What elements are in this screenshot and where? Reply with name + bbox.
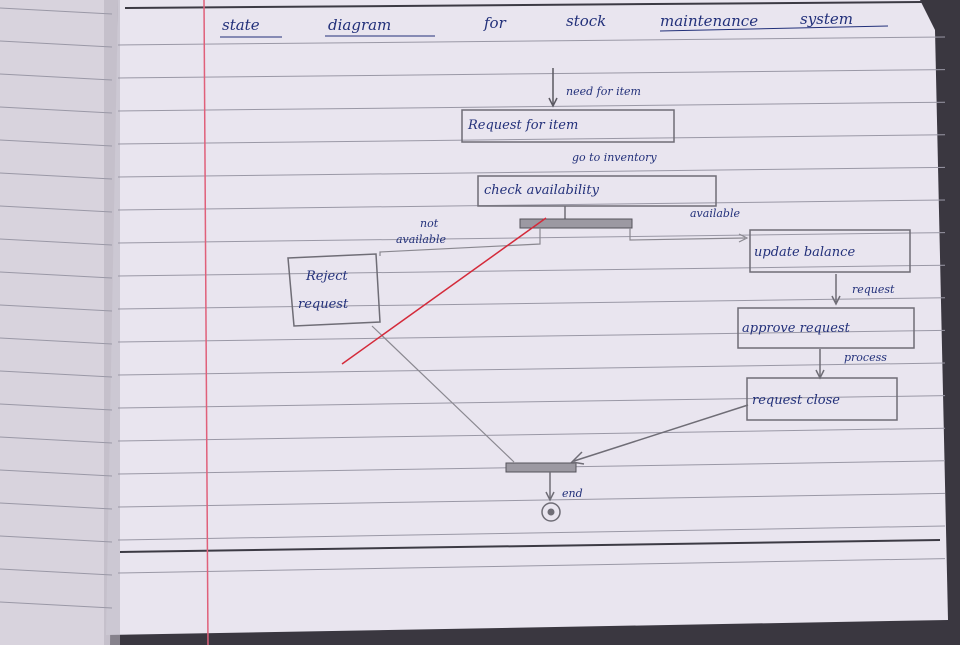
left-ruled-line (0, 172, 113, 180)
left-ruled-line (0, 139, 113, 147)
top-heading-rule (124, 1, 923, 9)
ruled-line (117, 199, 946, 211)
margin-line (203, 0, 209, 645)
ruled-line (117, 492, 946, 508)
state-label-request-close: request close (752, 393, 840, 408)
red-pen-stroke (341, 217, 547, 365)
left-ruled-line (0, 205, 113, 213)
label-available: available (690, 207, 740, 220)
title-underline-3 (659, 25, 889, 32)
ruled-line (117, 329, 946, 343)
join-bar (505, 462, 577, 473)
branch-not-available (379, 228, 541, 256)
right-page (106, 0, 948, 635)
left-page (0, 0, 118, 645)
left-ruled-line (0, 403, 113, 411)
left-ruled-line (0, 304, 113, 312)
ruled-line (117, 36, 946, 46)
state-reject-request (287, 253, 381, 327)
ruled-line (117, 69, 946, 79)
left-ruled-line (0, 535, 113, 543)
label-end: end (562, 487, 583, 500)
state-label-approve-request: approve request (742, 321, 850, 336)
left-ruled-line (0, 106, 113, 114)
state-label-reject-2: request (298, 297, 349, 312)
ruled-line (117, 525, 946, 541)
ruled-line (117, 427, 946, 442)
title-word-1: state (222, 16, 260, 34)
title-word-3: for (484, 14, 506, 32)
title-word-5: maintenance (660, 12, 759, 30)
final-state-dot (547, 508, 555, 516)
state-check-availability (477, 175, 717, 207)
state-request-for-item (461, 109, 675, 143)
title-word-6: system (800, 10, 853, 28)
left-ruled-line (0, 7, 113, 15)
state-update-balance (749, 229, 911, 273)
ruled-line (117, 558, 946, 574)
branch-available (629, 228, 746, 241)
state-approve-request (737, 307, 915, 349)
initial-arrowhead (548, 97, 558, 108)
left-page-rules (0, 7, 113, 609)
left-ruled-line (0, 601, 113, 609)
ruled-lines (117, 36, 946, 574)
label-approve-to-close: process (844, 351, 887, 364)
final-state (541, 502, 561, 522)
ruled-line (117, 134, 946, 145)
left-ruled-line (0, 469, 113, 477)
ruled-line (117, 166, 946, 178)
title-word-4: stock (566, 12, 607, 30)
state-label-reject-1: Reject (306, 269, 348, 284)
ruled-line (117, 101, 946, 112)
left-ruled-line (0, 436, 113, 444)
left-ruled-line (0, 337, 113, 345)
branch-bar (519, 218, 633, 229)
state-label-check-availability: check availability (484, 183, 599, 198)
label-need-for-item: need for item (566, 85, 641, 98)
ruled-line (117, 362, 946, 376)
state-request-close (746, 377, 898, 421)
ruled-line (117, 297, 946, 310)
label-not-available-2: available (396, 233, 446, 246)
arrow-close-to-join (573, 404, 749, 462)
left-ruled-line (0, 40, 113, 48)
left-ruled-line (0, 568, 113, 576)
label-update-to-approve: request (852, 283, 895, 296)
title-word-2: diagram (328, 16, 392, 34)
left-ruled-line (0, 271, 113, 279)
state-label-update-balance: update balance (754, 245, 856, 260)
ruled-line (117, 395, 946, 409)
left-ruled-line (0, 238, 113, 246)
bottom-heavy-rule (119, 539, 941, 553)
state-label-request-for-item: Request for item (468, 118, 579, 133)
left-ruled-line (0, 370, 113, 378)
arrow-reject-to-join (371, 325, 515, 463)
label-go-to-inventory: go to inventory (572, 151, 657, 164)
ruled-line (117, 232, 946, 244)
label-not-available-1: not (420, 217, 439, 230)
left-ruled-line (0, 73, 113, 81)
ruled-line (117, 264, 946, 277)
left-ruled-line (0, 502, 113, 510)
